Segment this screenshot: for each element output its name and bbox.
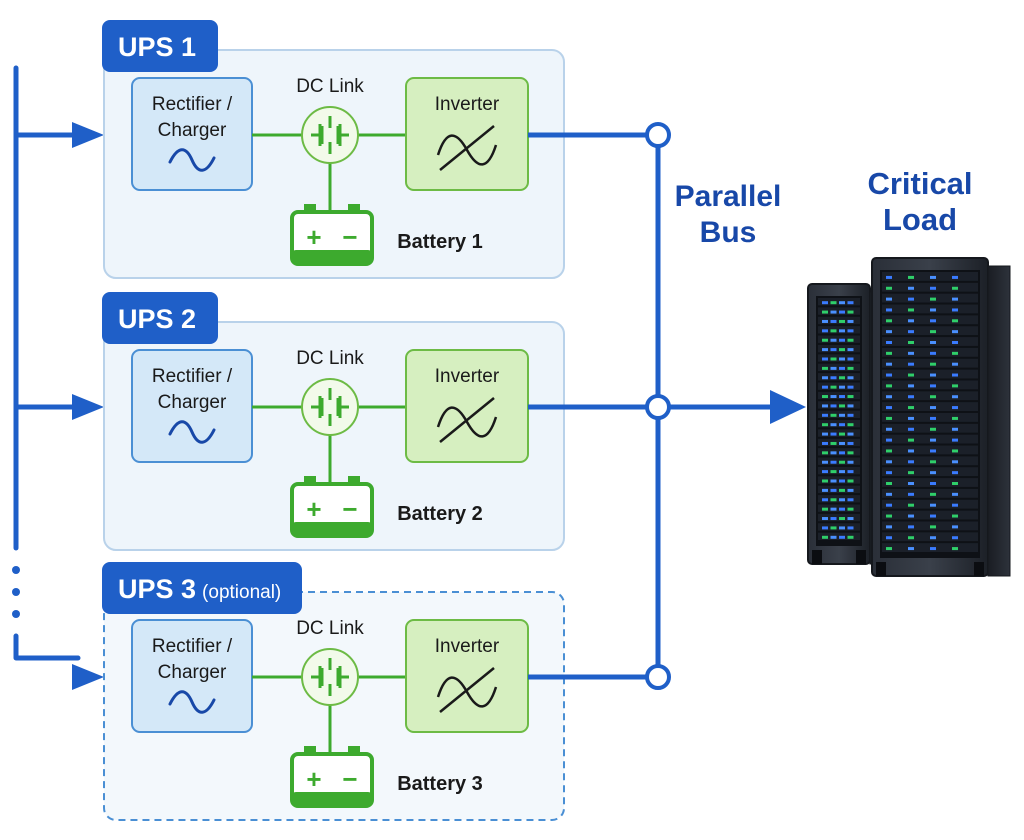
battery-icon: +− xyxy=(290,476,374,538)
battery-icon: +− xyxy=(290,204,374,266)
input-arrow-head xyxy=(72,122,104,148)
inverter-label: Inverter xyxy=(435,94,500,115)
continuation-dot xyxy=(12,610,20,618)
battery-plus: + xyxy=(306,494,321,524)
battery-label: Battery 1 xyxy=(397,231,483,253)
battery-label: Battery 2 xyxy=(397,503,483,525)
battery-plus: + xyxy=(306,764,321,794)
input-feed xyxy=(12,65,81,661)
battery-minus: − xyxy=(342,764,357,794)
battery-icon: +− xyxy=(290,746,374,808)
bus-output-arrow xyxy=(770,390,806,424)
parallel-bus-label-line-2: Bus xyxy=(700,216,757,249)
continuation-dot xyxy=(12,566,20,574)
input-arrow-head xyxy=(72,664,104,690)
server-rack-icon xyxy=(807,257,1011,577)
dc-link-label: DC Link xyxy=(296,618,364,639)
critical-load-label-line-2: Load xyxy=(883,202,957,237)
ac-wave-icon xyxy=(168,148,216,172)
rectifier-label-line-2: Charger xyxy=(158,662,227,683)
ups-title: UPS 3(optional) xyxy=(118,574,281,604)
ups-title-tab xyxy=(102,292,218,344)
ups-unit-3: UPS 3(optional) Rectifier / Charger DC Link… xyxy=(72,562,646,821)
critical-load-label-line-1: Critical xyxy=(867,166,972,201)
ups-title-tab xyxy=(102,562,302,614)
bus-node xyxy=(645,394,671,420)
capacitor-icon xyxy=(301,378,359,436)
bus-node xyxy=(645,664,671,690)
rectifier-label-line-1: Rectifier / xyxy=(152,366,233,387)
capacitor-icon xyxy=(301,106,359,164)
battery-label: Battery 3 xyxy=(397,773,483,795)
battery-plus: + xyxy=(306,222,321,252)
dc-link-label: DC Link xyxy=(296,348,364,369)
inverter-wave-icon xyxy=(436,125,498,171)
inverter-wave-icon xyxy=(436,667,498,713)
input-feed-branch-3 xyxy=(13,633,81,661)
bus-node xyxy=(645,122,671,148)
ups-title: UPS 1 xyxy=(118,32,196,62)
ac-wave-icon xyxy=(168,420,216,444)
capacitor-icon xyxy=(301,648,359,706)
continuation-dot xyxy=(12,588,20,596)
ups-title: UPS 2 xyxy=(118,304,196,334)
inverter-label: Inverter xyxy=(435,636,500,657)
rectifier-label-line-1: Rectifier / xyxy=(152,94,233,115)
input-arrow-head xyxy=(72,394,104,420)
inverter-label: Inverter xyxy=(435,366,500,387)
ups-title-tab xyxy=(102,20,218,72)
rectifier-label-line-2: Charger xyxy=(158,392,227,413)
rectifier-label-line-2: Charger xyxy=(158,120,227,141)
inverter-wave-icon xyxy=(436,397,498,443)
rectifier-label-line-1: Rectifier / xyxy=(152,636,233,657)
battery-minus: − xyxy=(342,222,357,252)
ac-wave-icon xyxy=(168,690,216,714)
battery-minus: − xyxy=(342,494,357,524)
dc-link-label: DC Link xyxy=(296,76,364,97)
parallel-bus-label-line-1: Parallel xyxy=(675,180,782,213)
